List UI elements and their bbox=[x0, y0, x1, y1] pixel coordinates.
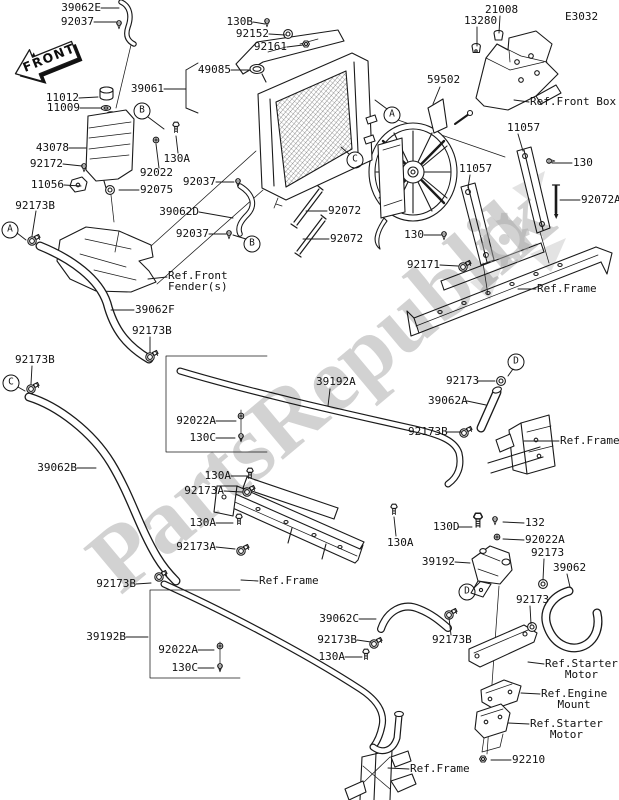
leader-line bbox=[268, 33, 286, 36]
leader-line bbox=[498, 15, 501, 34]
cotter-pins bbox=[290, 184, 561, 258]
leader-line bbox=[135, 582, 152, 585]
leader-line bbox=[502, 538, 525, 541]
leader-line bbox=[327, 388, 331, 407]
leader-line bbox=[185, 62, 199, 71]
leader-line bbox=[17, 386, 26, 392]
leader-line bbox=[466, 400, 487, 406]
sensor-21008 bbox=[493, 29, 504, 41]
radiator-upper-bracket bbox=[235, 29, 345, 75]
radiator-cap bbox=[249, 63, 265, 75]
leader-line bbox=[507, 368, 514, 377]
sensor-13280 bbox=[471, 43, 481, 54]
leader-line bbox=[240, 579, 259, 582]
radiator bbox=[235, 29, 378, 209]
hoses-and-pipes bbox=[24, 0, 603, 755]
cooling-fan bbox=[368, 98, 474, 250]
leader-line bbox=[448, 617, 452, 636]
frame-rail-upper bbox=[406, 242, 613, 337]
leader-line bbox=[78, 96, 99, 99]
tank-clip bbox=[69, 176, 88, 193]
leader-line bbox=[215, 546, 236, 550]
leader-line bbox=[527, 661, 545, 665]
leader-line bbox=[63, 184, 82, 187]
frame-bottom bbox=[344, 749, 417, 800]
leader-line bbox=[175, 135, 179, 154]
leader-line bbox=[529, 605, 532, 625]
water-pipe-joint bbox=[470, 545, 513, 598]
leader-line bbox=[155, 143, 160, 169]
leader-line bbox=[520, 692, 541, 695]
leader-line bbox=[393, 516, 397, 537]
leader-line bbox=[356, 639, 372, 643]
leader-line bbox=[513, 99, 530, 103]
front-fender bbox=[56, 226, 157, 293]
leader-line bbox=[374, 99, 388, 110]
leader-line bbox=[147, 276, 168, 280]
leader-line bbox=[517, 133, 524, 152]
leader-line bbox=[185, 107, 199, 114]
leader-line bbox=[542, 558, 545, 581]
frame-rail-mid bbox=[213, 476, 365, 564]
leader-line bbox=[252, 21, 266, 25]
leader-line bbox=[454, 561, 471, 564]
leader-lines bbox=[16, 7, 581, 770]
leader-line bbox=[30, 365, 33, 385]
leader-line bbox=[467, 174, 471, 189]
leader-line bbox=[16, 232, 27, 241]
leader-line bbox=[502, 521, 525, 524]
leader-line bbox=[198, 211, 234, 219]
reserve-tank bbox=[69, 86, 135, 223]
leader-line bbox=[387, 767, 410, 770]
front-arrow bbox=[14, 40, 83, 84]
leader-line bbox=[286, 44, 304, 48]
leader-line bbox=[223, 490, 243, 493]
group-boxes bbox=[149, 355, 268, 679]
radiator-stays bbox=[460, 146, 551, 296]
leader-line bbox=[62, 163, 83, 167]
leader-line bbox=[31, 210, 37, 237]
frame-bracket-right bbox=[487, 414, 556, 475]
leader-line bbox=[566, 573, 571, 588]
leader-line bbox=[507, 722, 530, 725]
leader-line bbox=[439, 264, 459, 267]
front-box bbox=[471, 29, 562, 111]
starter-engine-brackets bbox=[468, 624, 538, 753]
leader-line bbox=[340, 146, 350, 155]
leader-line bbox=[147, 116, 165, 130]
leader-line bbox=[432, 86, 441, 105]
